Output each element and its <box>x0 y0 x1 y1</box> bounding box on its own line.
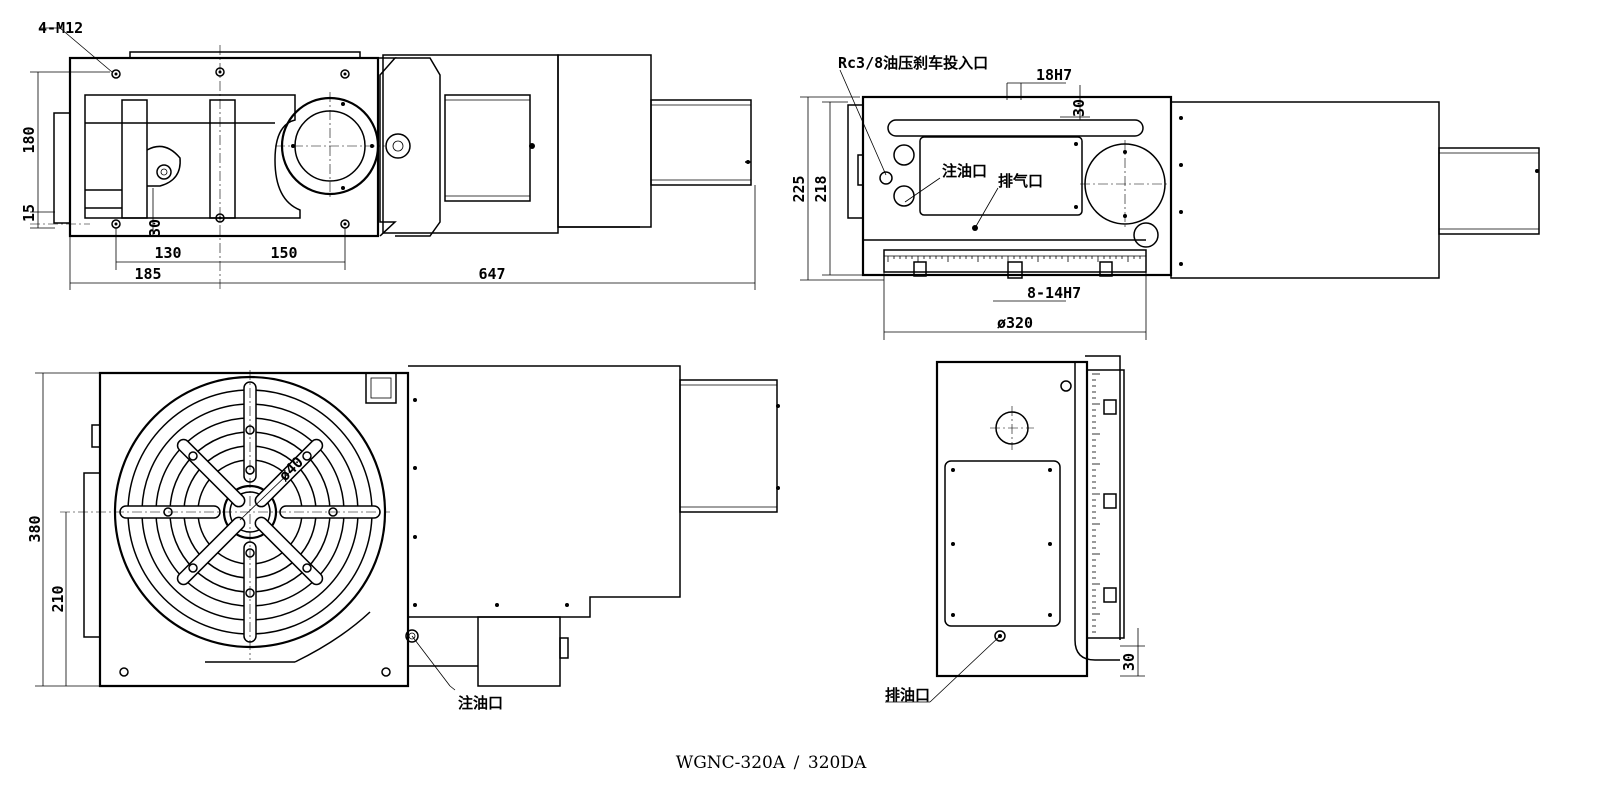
end-tkey <box>1103 493 1117 509</box>
end-tkey <box>1103 399 1117 415</box>
top-motor-cap <box>679 379 778 513</box>
front-callout-holes: 4-M12 <box>38 19 83 37</box>
side-dim-225: 225 <box>790 175 808 202</box>
side-dim-218: 218 <box>812 175 830 202</box>
front-motor-cap <box>650 99 752 186</box>
end-graduation-ticks <box>1092 373 1100 633</box>
end-view: 30 排油口 <box>885 355 1145 704</box>
side-motor-body <box>1170 101 1440 279</box>
front-dim-180: 180 <box>20 126 38 153</box>
end-graduation-strip <box>1086 369 1125 639</box>
front-lug-hole <box>156 164 172 180</box>
side-tslot <box>887 119 1144 137</box>
top-corner-block <box>365 372 397 404</box>
front-motor-flange <box>444 94 531 202</box>
front-housing <box>395 57 441 237</box>
end-tkey <box>1103 587 1117 603</box>
front-dim-150: 150 <box>270 244 297 262</box>
side-port-lower <box>893 185 915 207</box>
end-dim-30: 30 <box>1120 653 1138 671</box>
side-dim-30: 30 <box>1070 99 1088 117</box>
end-label-oil-drain: 排油口 <box>885 686 930 704</box>
end-bolt-holes <box>951 380 1072 642</box>
front-dim-647: 647 <box>478 265 505 283</box>
front-left-key <box>53 112 71 224</box>
side-motor-cap <box>1438 147 1540 235</box>
drawing-title: WGNC-320A / 320DA <box>676 753 867 773</box>
side-tkey <box>1099 261 1113 277</box>
side-left-key <box>847 104 864 219</box>
side-dim-dia320: ø320 <box>997 314 1033 332</box>
end-dimensions <box>885 628 1145 703</box>
front-lug <box>146 145 181 187</box>
front-body-outline <box>68 56 380 238</box>
side-dim-18h7: 18H7 <box>1036 66 1072 84</box>
front-motor-body <box>557 54 652 228</box>
front-dim-30: 30 <box>146 219 164 237</box>
side-bolt-holes <box>972 116 1539 266</box>
top-dim-210: 210 <box>49 585 67 612</box>
side-dimensions <box>800 69 1147 340</box>
front-view: 4-M12 180 15 30 130 150 185 647 <box>20 19 756 290</box>
end-table-side <box>1074 362 1120 661</box>
side-label-air-vent: 排气口 <box>998 172 1043 190</box>
front-dim-185: 185 <box>134 265 161 283</box>
front-gear <box>385 133 411 159</box>
front-top-flange <box>129 51 361 58</box>
side-dim-8-14h7: 8-14H7 <box>1027 284 1081 302</box>
top-sweep <box>294 611 371 663</box>
side-graduation-ticks <box>887 256 1141 262</box>
top-dim-380: 380 <box>26 515 44 542</box>
front-dimensions <box>30 27 756 290</box>
side-callout-brake-port: Rc3/8油压刹车投入口 <box>838 54 988 72</box>
front-inner-pocket <box>84 94 301 219</box>
top-key-slot <box>91 424 101 448</box>
front-dim-15: 15 <box>20 204 38 222</box>
top-view: 380 210 ø40 注油口 <box>26 365 780 712</box>
side-tkey <box>913 261 927 277</box>
side-port-upper <box>893 144 915 166</box>
front-lug-hole <box>160 168 168 176</box>
top-housing <box>408 365 681 618</box>
front-rib-1 <box>121 99 148 219</box>
top-dimensions <box>35 372 456 691</box>
front-gear-hub <box>392 140 404 152</box>
side-cover-plate <box>919 136 1083 216</box>
side-graduation-ring <box>883 249 1147 273</box>
end-cover-plate <box>944 460 1061 627</box>
side-key-slot <box>857 154 864 186</box>
end-table-edge <box>1085 355 1121 640</box>
side-tkey <box>1007 261 1023 279</box>
side-view: Rc3/8油压刹车投入口 18H7 30 225 218 注油口 排气口 8-1… <box>790 54 1540 340</box>
front-bolt-holes <box>111 67 750 229</box>
top-label-oil-fill: 注油口 <box>458 694 503 712</box>
side-bearing <box>1133 222 1159 248</box>
front-housing-step <box>378 57 397 237</box>
side-label-oil-fill: 注油口 <box>942 162 987 180</box>
top-motor-flange <box>477 616 561 687</box>
front-rib-2 <box>209 99 236 219</box>
top-bolt-holes <box>119 398 780 677</box>
side-brake-port <box>879 171 893 185</box>
top-left-key <box>83 472 101 638</box>
front-dim-130: 130 <box>154 244 181 262</box>
